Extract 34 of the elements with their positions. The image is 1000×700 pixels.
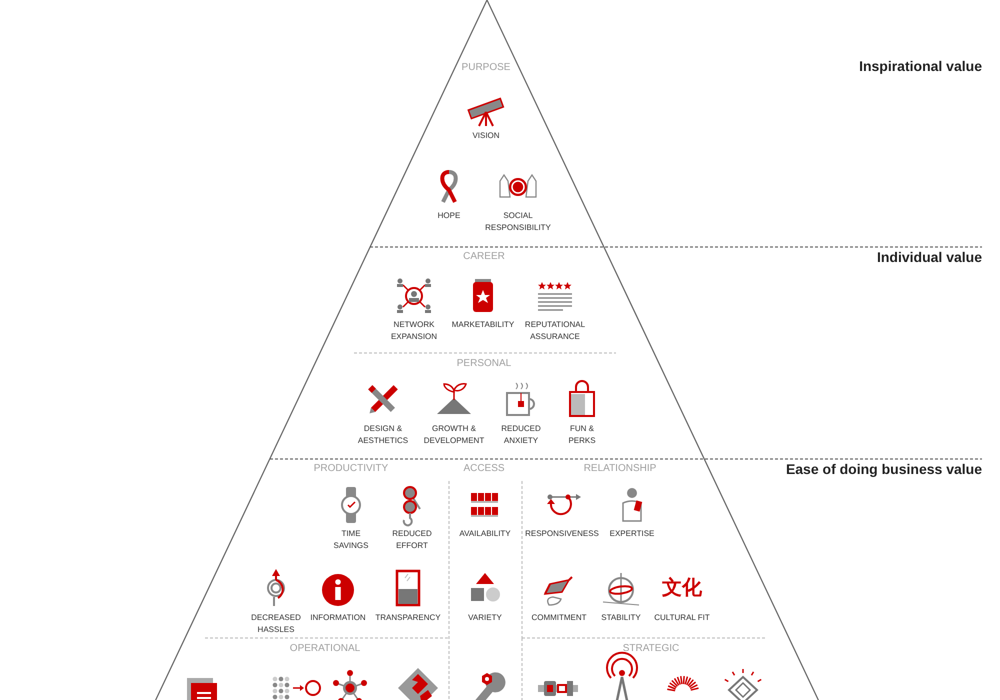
group-heading: PURPOSE: [460, 62, 512, 74]
icon-caption: CULTURAL FIT: [653, 612, 711, 624]
icon-caption: EXPERTISE: [608, 528, 656, 540]
icon-caption: INFORMATION: [309, 612, 367, 624]
icon-caption: DESIGN & AESTHETICS: [356, 423, 410, 447]
icon-caption: TIME SAVINGS: [332, 528, 370, 552]
icon-caption: REPUTATIONAL ASSURANCE: [524, 319, 586, 343]
tier-label: Inspirational value: [859, 60, 982, 72]
icon-caption: VARIETY: [467, 612, 503, 624]
icon-caption: VISION: [471, 130, 501, 142]
group-heading: STRATEGIC: [622, 643, 680, 655]
icon-caption: COMMITMENT: [530, 612, 588, 624]
group-heading: PERSONAL: [456, 358, 512, 370]
group-heading: ACCESS: [462, 463, 506, 475]
group-heading: RELATIONSHIP: [582, 463, 658, 475]
chinese-characters-icon: 文化: [652, 577, 712, 599]
icon-caption: TRANSPARENCY: [374, 612, 442, 624]
tier-label: Individual value: [876, 251, 982, 263]
icon-caption: NETWORK EXPANSION: [390, 319, 438, 343]
icon-caption: FUN & PERKS: [567, 423, 597, 447]
icon-caption: SOCIAL RESPONSIBILITY: [484, 210, 552, 234]
icon-caption: REDUCED ANXIETY: [500, 423, 542, 447]
icon-caption: REDUCED EFFORT: [391, 528, 433, 552]
group-heading: PRODUCTIVITY: [312, 463, 390, 475]
group-heading: CAREER: [462, 251, 506, 263]
icon-caption: GROWTH & DEVELOPMENT: [422, 423, 486, 447]
group-heading: OPERATIONAL: [288, 643, 362, 655]
tier-label: Ease of doing business value: [786, 463, 982, 475]
icon-caption: STABILITY: [600, 612, 642, 624]
icon-caption: RESPONSIVENESS: [524, 528, 600, 540]
icon-caption: DECREASED HASSLES: [250, 612, 302, 636]
icon-caption: AVAILABILITY: [458, 528, 512, 540]
icon-caption: HOPE: [436, 210, 462, 222]
icon-caption: MARKETABILITY: [450, 319, 516, 331]
